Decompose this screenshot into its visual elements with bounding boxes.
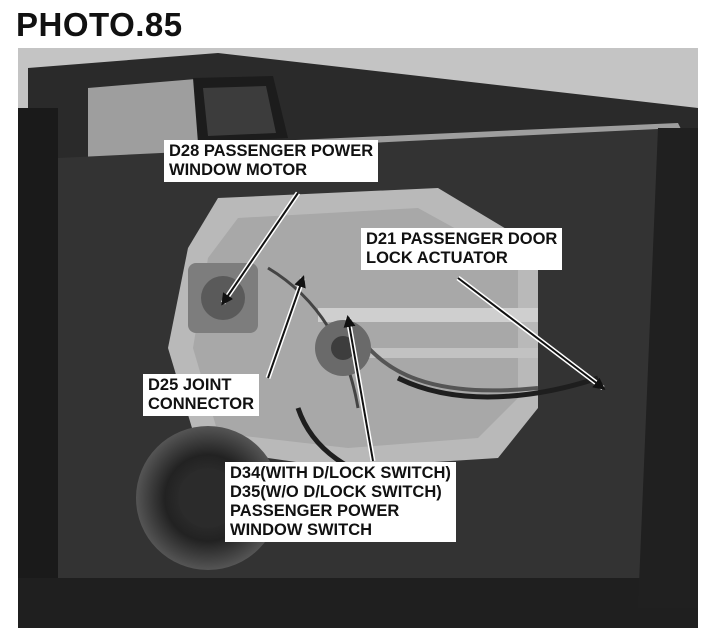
photo-title: PHOTO.85 (16, 6, 183, 43)
label-d21-line2: LOCK ACTUATOR (366, 249, 508, 267)
label-d28-line2: WINDOW MOTOR (169, 161, 308, 179)
label-d34-window-switch: D34(WITH D/LOCK SWITCH) D35(W/O D/LOCK S… (225, 462, 456, 542)
label-d34-line2: D35(W/O D/LOCK SWITCH) (230, 483, 442, 501)
label-d25-line2: CONNECTOR (148, 395, 255, 413)
label-d28-window-motor: D28 PASSENGER POWER WINDOW MOTOR (164, 140, 379, 182)
door-photo: D28 PASSENGER POWER WINDOW MOTOR D21 PAS… (18, 48, 698, 628)
label-d25-joint-connector: D25 JOINT CONNECTOR (143, 374, 260, 416)
label-d34-line4: WINDOW SWITCH (230, 521, 373, 539)
label-d34-line3: PASSENGER POWER (230, 502, 400, 520)
label-d34-line1: D34(WITH D/LOCK SWITCH) (230, 464, 451, 482)
label-d21-line1: D21 PASSENGER DOOR (366, 230, 558, 248)
label-d28-line1: D28 PASSENGER POWER (169, 142, 374, 160)
label-d21-door-lock-actuator: D21 PASSENGER DOOR LOCK ACTUATOR (361, 228, 563, 270)
label-d25-line1: D25 JOINT (148, 376, 232, 394)
